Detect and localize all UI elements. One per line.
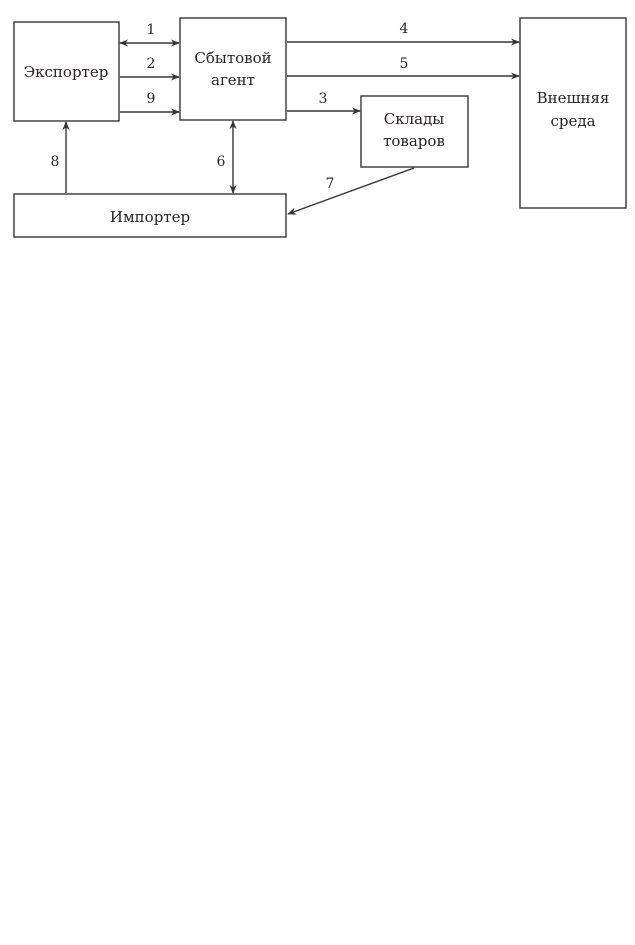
node-sales-agent-label-line2: агент — [211, 71, 255, 89]
edge-4: 4 — [287, 21, 519, 42]
node-exporter-label: Экспортер — [24, 63, 109, 81]
edge-2: 2 — [120, 56, 179, 77]
edge-9-label: 9 — [147, 91, 156, 107]
edge-7-label: 7 — [326, 176, 335, 192]
edge-7: 7 — [288, 168, 414, 214]
node-external-environment: Внешняя среда — [520, 18, 626, 208]
node-importer: Импортер — [14, 194, 286, 237]
edge-6: 6 — [217, 121, 233, 193]
edge-1: 1 — [120, 22, 179, 43]
edge-5-label: 5 — [400, 56, 409, 72]
node-sales-agent-label-line1: Сбытовой — [194, 49, 271, 67]
edge-4-label: 4 — [400, 21, 409, 37]
edge-8: 8 — [51, 122, 66, 193]
node-warehouses: Склады товаров — [361, 96, 468, 167]
node-warehouses-label-line1: Склады — [384, 110, 445, 128]
node-exporter: Экспортер — [14, 22, 119, 121]
node-external-environment-label-line2: среда — [550, 112, 595, 130]
edge-5: 5 — [287, 56, 519, 76]
edge-2-label: 2 — [147, 56, 156, 72]
edge-1-label: 1 — [147, 22, 156, 38]
node-sales-agent: Сбытовой агент — [180, 18, 286, 120]
edge-6-label: 6 — [217, 154, 226, 170]
edge-8-label: 8 — [51, 154, 60, 170]
node-external-environment-label-line1: Внешняя — [537, 89, 610, 107]
edge-3-label: 3 — [319, 91, 328, 107]
node-importer-label: Импортер — [110, 208, 190, 226]
edge-9: 9 — [120, 91, 179, 112]
edge-3: 3 — [287, 91, 360, 111]
node-warehouses-label-line2: товаров — [383, 132, 445, 150]
